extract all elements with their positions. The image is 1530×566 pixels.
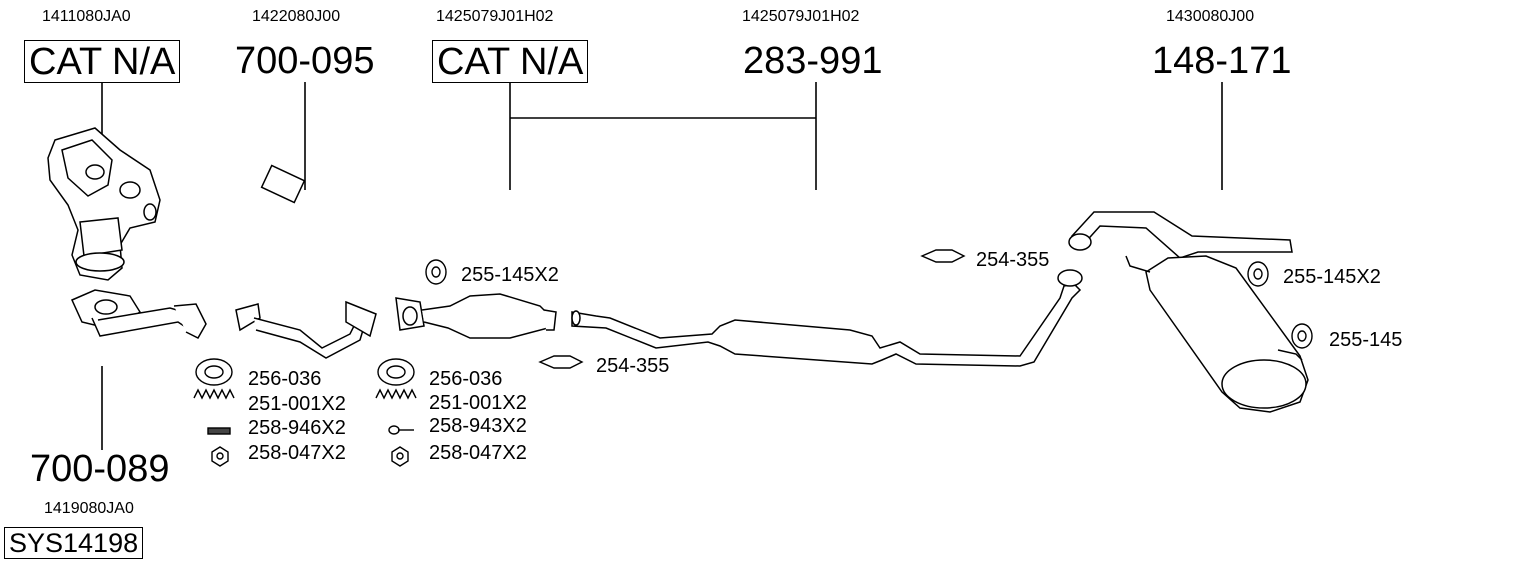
oem-number-front-pipe-1: 1419080JA0: [44, 500, 134, 517]
fitting-label-left-2[interactable]: 251-001X2: [248, 393, 346, 415]
oem-number-center-pipe: 1425079J01H02: [742, 8, 860, 25]
clamp-label-right[interactable]: 254-355: [976, 249, 1050, 271]
rear-silencer-drawing: [1068, 211, 1309, 413]
fitting-label-left-1[interactable]: 256-036: [248, 368, 322, 390]
fittings-icons-middle: [375, 358, 417, 467]
part-code-catalyst[interactable]: CAT N/A: [432, 40, 589, 83]
part-code-center-pipe[interactable]: 283-991: [743, 40, 883, 82]
fitting-label-middle-3[interactable]: 258-943X2: [429, 415, 527, 437]
front-pipe-2-drawing: [235, 300, 377, 359]
oem-number-catalyst: 1425079J01H02: [436, 8, 554, 25]
part-code-front-pipe-1[interactable]: 700-089: [30, 448, 170, 490]
front-pipe-1-drawing: [91, 303, 207, 339]
clamp-label-mid[interactable]: 254-355: [596, 355, 670, 377]
part-code-manifold[interactable]: CAT N/A: [24, 40, 181, 83]
center-pipe-drawing: [571, 269, 1083, 367]
fitting-label-middle-4[interactable]: 258-047X2: [429, 442, 527, 464]
mount-label-right-1[interactable]: 255-145X2: [1283, 266, 1381, 288]
part-code-front-pipe-2[interactable]: 700-095: [235, 40, 375, 82]
fitting-label-middle-1[interactable]: 256-036: [429, 368, 503, 390]
oem-number-manifold: 1411080JA0: [42, 8, 131, 25]
fitting-label-left-4[interactable]: 258-047X2: [248, 442, 346, 464]
mount-label-mid[interactable]: 255-145X2: [461, 264, 559, 286]
mount-icons: [425, 249, 1313, 369]
mount-label-right-2[interactable]: 255-145: [1329, 329, 1403, 351]
fitting-label-middle-2[interactable]: 251-001X2: [429, 392, 527, 414]
part-code-rear-silencer[interactable]: 148-171: [1152, 40, 1292, 82]
oem-number-rear-silencer: 1430080J00: [1166, 8, 1255, 25]
system-code[interactable]: SYS14198: [4, 527, 144, 559]
fittings-icons-left: [193, 358, 235, 467]
fitting-label-left-3[interactable]: 258-946X2: [248, 417, 346, 439]
oem-number-front-pipe-2: 1422080J00: [252, 8, 341, 25]
manifold-catalyst-drawing: [47, 127, 306, 331]
catalyst-drawing: [395, 293, 557, 339]
